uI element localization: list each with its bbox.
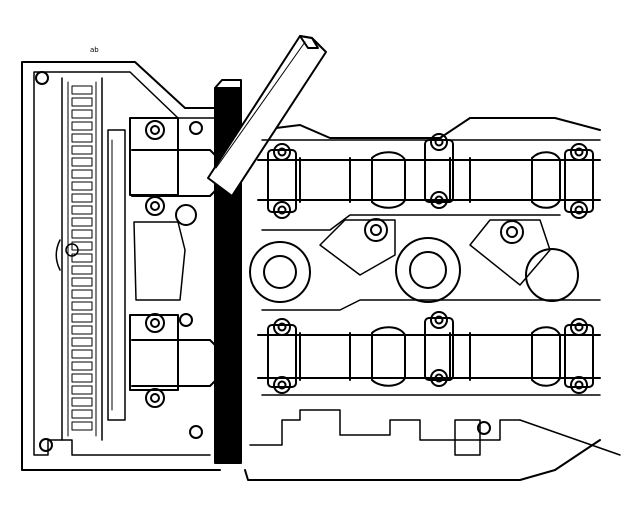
lower-left-bearing-cap [129, 313, 219, 408]
timing-chain [61, 77, 103, 441]
chain-link [71, 373, 93, 383]
chain-link [71, 277, 93, 287]
bearing-cap [564, 143, 594, 219]
bolt-hole [35, 71, 49, 85]
chain-link [71, 325, 93, 335]
chain-link [71, 169, 93, 179]
chain-link [71, 157, 93, 167]
camshaft-alignment-tool [207, 35, 327, 464]
head-outline [21, 61, 601, 481]
chain-link [71, 289, 93, 299]
bearing-cap [424, 133, 454, 209]
chain-link [71, 181, 93, 191]
chain-link [71, 193, 93, 203]
lower-camshaft [257, 326, 601, 387]
chain-link [71, 265, 93, 275]
camshaft-bearing-caps [267, 133, 594, 394]
chain-link [71, 301, 93, 311]
chain-link [71, 85, 93, 95]
chain-link [71, 205, 93, 215]
bearing-cap [267, 318, 297, 394]
chain-guide [107, 129, 126, 421]
chain-link [71, 145, 93, 155]
chain-link [71, 97, 93, 107]
head-inner-outline [33, 71, 521, 456]
spark-plug-well-1 [249, 241, 311, 303]
chain-link [71, 133, 93, 143]
spark-plug-well-2 [395, 237, 461, 303]
upper-gasket-rail [261, 139, 601, 231]
upper-camshaft [257, 151, 601, 209]
chain-link [71, 349, 93, 359]
chain-link [71, 337, 93, 347]
small-mark-label: ab [90, 46, 99, 54]
bolt-hole [189, 121, 203, 135]
chain-link [71, 409, 93, 419]
lower-gasket-rail [261, 299, 601, 396]
chain-link [71, 241, 93, 251]
chain-link [71, 253, 93, 263]
chain-link [71, 121, 93, 131]
bolt-hole [39, 438, 53, 452]
front-boss [454, 419, 481, 456]
chain-link [71, 313, 93, 323]
bolt-hole [189, 425, 203, 439]
bearing-cap [267, 143, 297, 219]
chain-link [71, 361, 93, 371]
chain-link [71, 421, 93, 431]
chain-link [71, 109, 93, 119]
chain-link [71, 217, 93, 227]
bearing-cap [564, 318, 594, 394]
upper-left-bearing-cap [129, 117, 219, 226]
bearing-cap [424, 311, 454, 387]
chain-link [71, 385, 93, 395]
chain-link [71, 229, 93, 239]
spark-plug-well-3 [525, 248, 579, 302]
timing-chain-links [71, 85, 93, 431]
bolt-hole [477, 421, 491, 435]
chain-link [71, 397, 93, 407]
